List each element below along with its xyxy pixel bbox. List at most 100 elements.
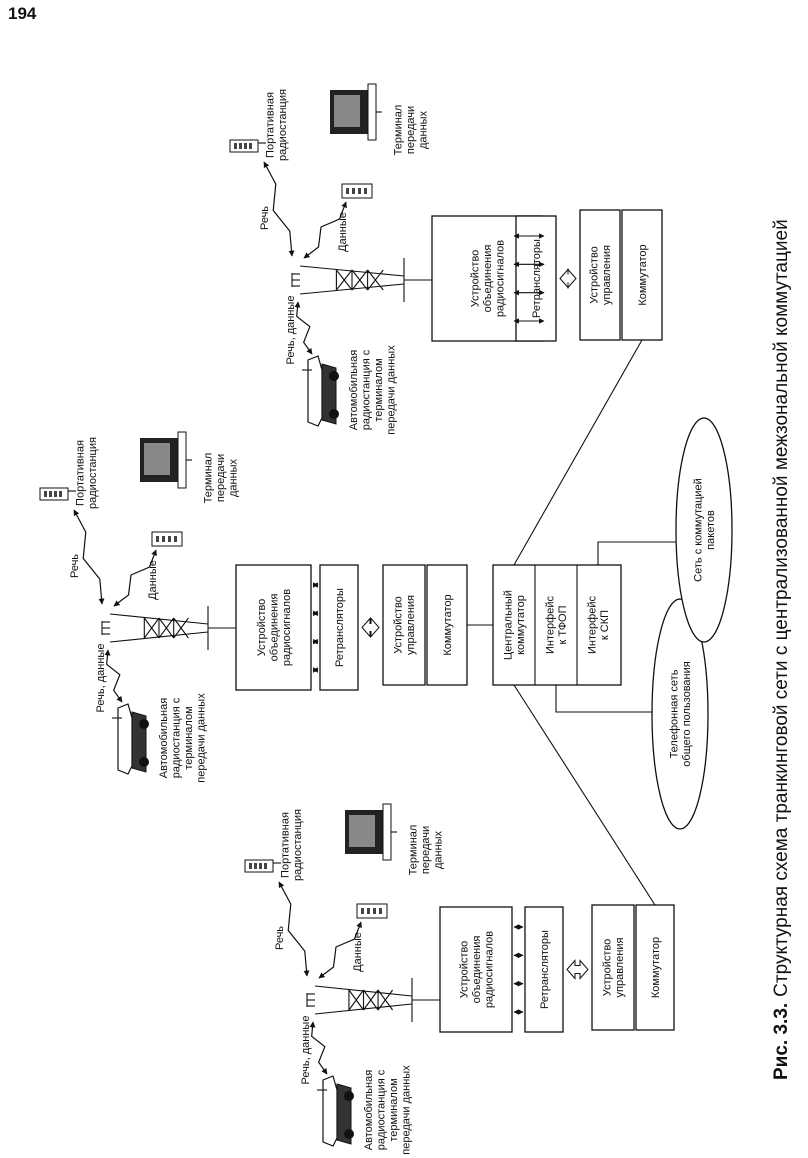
modem-body (356, 903, 388, 919)
speech-label-line: Речь (274, 926, 286, 950)
terminal-label-line: Терминал (407, 825, 419, 876)
speech-label: Речь (69, 554, 81, 578)
terminal-label-line: Терминал (202, 453, 214, 504)
terminal-label-line: данных (432, 830, 444, 869)
double-arrow-icon (566, 959, 589, 980)
lightning-bolt (294, 301, 313, 355)
vehicle-label-line: терминалом (373, 358, 385, 421)
controller-box (382, 564, 426, 686)
lightning-icon (309, 1021, 328, 1075)
repeaters-label: Ретрансляторы (334, 588, 346, 667)
tower-brace (367, 269, 384, 291)
terminal-label-line: передачи (405, 106, 417, 154)
controller-label-line: управления (601, 245, 613, 305)
terminal-display (144, 443, 170, 475)
controller-box (591, 904, 635, 1031)
combiner-label-line: объединения (482, 245, 494, 313)
radio-key (264, 863, 267, 869)
lightning-bolt (318, 921, 362, 979)
lightning-icon (104, 649, 123, 703)
terminal-display (349, 815, 375, 847)
vehicle-label-line: радиостанция с (376, 1069, 388, 1150)
combiner-label-line: Устройство (256, 599, 268, 657)
portable-label-line: Портативная (280, 812, 292, 878)
lightning-bolt (303, 201, 347, 259)
speech-data-label: Речь, данные (95, 644, 107, 713)
switch-box (635, 904, 675, 1031)
radio-key (44, 491, 47, 497)
car-roof (307, 355, 323, 427)
tower-icon (291, 258, 405, 302)
portable-label-line: радиостанция (292, 809, 304, 881)
double-arrow-icon (559, 268, 577, 289)
vehicle-label-line: передачи данных (401, 1065, 413, 1155)
tower-brace (335, 269, 353, 291)
caption-prefix: Рис. 3.3. (771, 1003, 792, 1080)
lightning-icon (294, 301, 313, 355)
modem-key (174, 536, 177, 542)
antenna-icon (291, 273, 300, 287)
central-node-box (492, 564, 622, 686)
lightning-icon (263, 161, 295, 257)
modem-key (352, 188, 355, 194)
lightning-bolt (278, 881, 310, 977)
portable-label-line: радиостанция (87, 437, 99, 509)
repeaters-label-line: Ретрансляторы (539, 930, 551, 1009)
modem-key (367, 908, 370, 914)
terminal-label-line: данных (417, 110, 429, 149)
vehicle-label-line: радиостанция с (361, 349, 373, 430)
terminal-icon (330, 83, 382, 141)
repeaters-label-line: Ретрансляторы (334, 588, 346, 667)
switch-label: Коммутатор (637, 244, 649, 305)
vehicle-label-line: Автомобильная (348, 350, 360, 430)
radio-key (234, 143, 237, 149)
portable-label-line: радиостанция (277, 89, 289, 161)
repeaters-box (319, 564, 359, 691)
lightning-icon (303, 201, 347, 259)
radio-key (249, 143, 252, 149)
data-label: Данные (337, 212, 349, 252)
lightning-icon (278, 881, 310, 977)
portable-label-line: Портативная (265, 92, 277, 158)
double-arrow-icon (361, 617, 380, 638)
tower-brace (362, 989, 379, 1011)
page-number: 194 (8, 4, 37, 23)
portable-radio-icon (229, 139, 266, 153)
combiner-label-line: радиосигналов (494, 240, 506, 317)
speech-label-line: Речь (69, 554, 81, 578)
lightning-icon (113, 549, 157, 607)
radio-key (239, 143, 242, 149)
controller-label-line: управления (405, 595, 417, 655)
data-label: Данные (352, 932, 364, 972)
modem-body (151, 531, 183, 547)
radio-key (254, 863, 257, 869)
tower-brace (351, 269, 369, 291)
radio-key (54, 491, 57, 497)
speech-data-label-line: Речь, данные (285, 296, 297, 365)
car-wheel (329, 409, 339, 419)
repeaters-box (524, 906, 564, 1033)
lightning-icon (73, 509, 105, 605)
tower-brace (143, 617, 160, 639)
tower-brace (377, 989, 394, 1011)
link-to-zone-3 (513, 684, 656, 906)
caption-text: Структурная схема транкинговой сети с це… (771, 219, 792, 997)
repeaters-label: Ретрансляторы (539, 930, 551, 1009)
radio-key (249, 863, 252, 869)
